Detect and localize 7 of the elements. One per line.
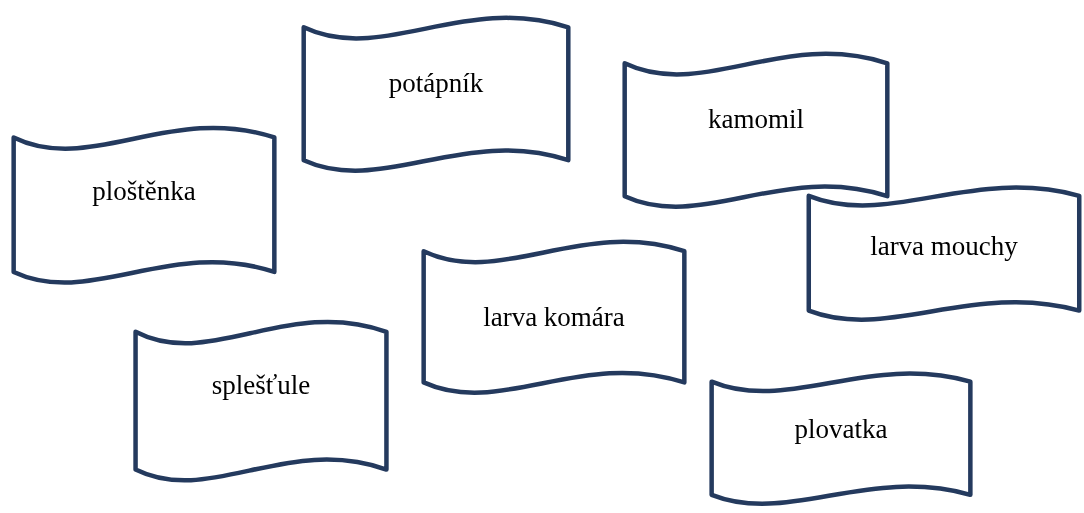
banner-label: larva komára [483,302,625,333]
banner-label: plovatka [794,414,888,445]
banner-label: ploštěnka [92,176,196,207]
banner-label: splešťule [211,370,311,401]
banner-label: larva mouchy [870,231,1018,262]
banner-label: kamomil [708,104,804,135]
banner-label: potápník [388,68,484,99]
